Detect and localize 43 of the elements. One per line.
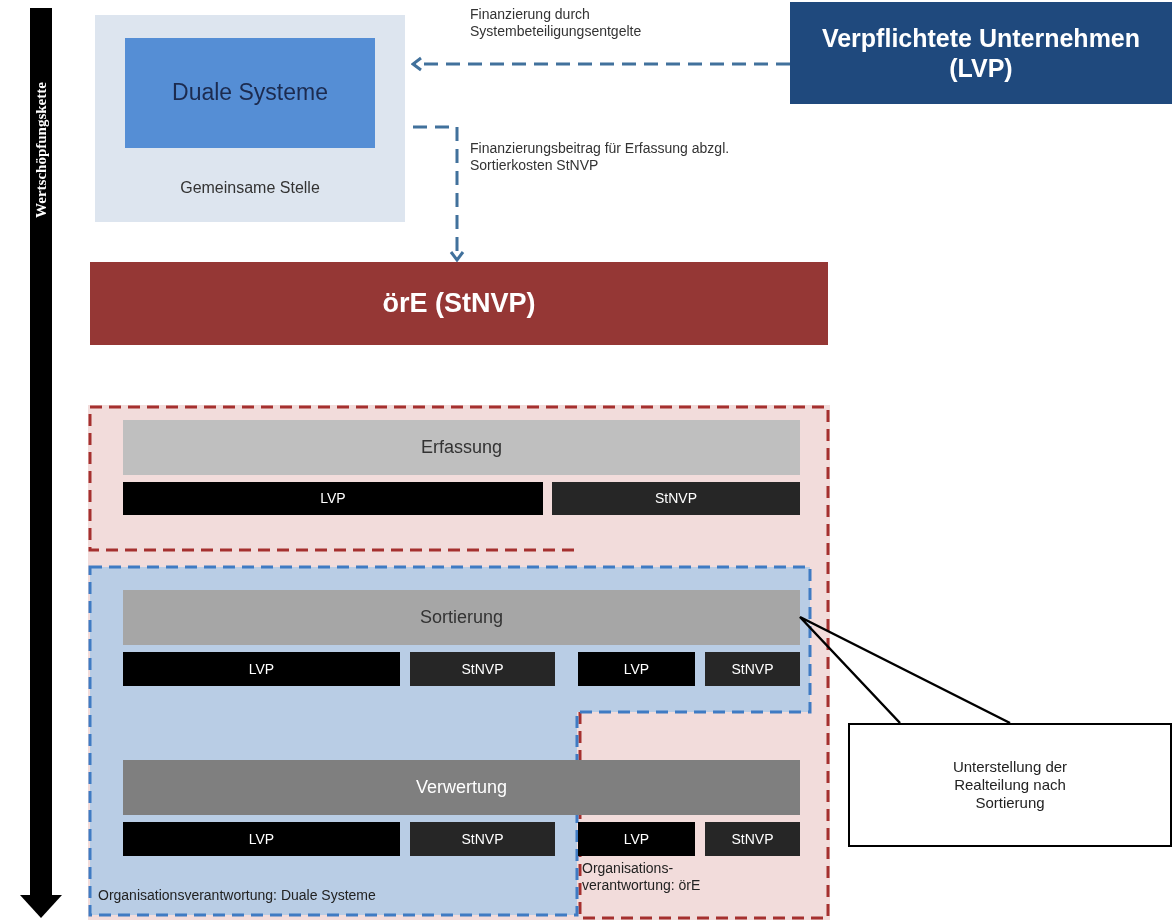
region-label: Organisations- verantwortung: örE [582, 860, 702, 894]
box-label: LVP [623, 660, 650, 678]
responsibility-region [88, 405, 830, 920]
region-label: Organisationsverantwortung: Duale Systeme [98, 887, 377, 904]
stage-bar [123, 590, 800, 645]
panel-label: Gemeinsame Stelle [179, 178, 321, 198]
system-box [125, 38, 375, 148]
stream-bar [552, 482, 800, 515]
stream-bar [410, 652, 555, 686]
box-label: Erfassung [420, 436, 502, 459]
box-label: LVP [248, 660, 275, 678]
stream-bar [578, 822, 695, 856]
box-label: LVP [623, 830, 650, 848]
box-label: Verwertung [415, 776, 508, 799]
box-label: Verpflichtete Unternehmen (LVP) [820, 23, 1142, 83]
stream-bar [705, 822, 800, 856]
box-label: Unterstellung der Realteilung nach Sortierung [951, 758, 1069, 812]
axis-label: Wertschöpfungskette [32, 82, 50, 218]
box-label: LVP [320, 490, 346, 507]
stream-bar [123, 822, 400, 856]
arrow [413, 125, 465, 262]
authority-bar [90, 262, 828, 345]
stage-bar [123, 760, 800, 815]
stream-bar [578, 652, 695, 686]
box-label: StNVP [731, 830, 774, 848]
box-label: Sortierung [419, 606, 504, 629]
responsibility-region [88, 565, 812, 917]
arrow [411, 56, 790, 72]
box-label: StNVP [655, 490, 697, 507]
box-label: StNVP [461, 660, 504, 678]
panel [95, 15, 405, 222]
company-box [790, 2, 1172, 104]
stream-bar [123, 652, 400, 686]
stage-bar [123, 420, 800, 475]
callout-box [848, 723, 1172, 847]
stream-bar [410, 822, 555, 856]
box-label: StNVP [461, 830, 504, 848]
box-label: Duale Systeme [172, 79, 328, 107]
box-label: StNVP [731, 660, 774, 678]
stream-bar [123, 482, 543, 515]
box-label: LVP [248, 830, 275, 848]
stream-bar [705, 652, 800, 686]
box-label: örE (StNVP) [382, 287, 536, 320]
